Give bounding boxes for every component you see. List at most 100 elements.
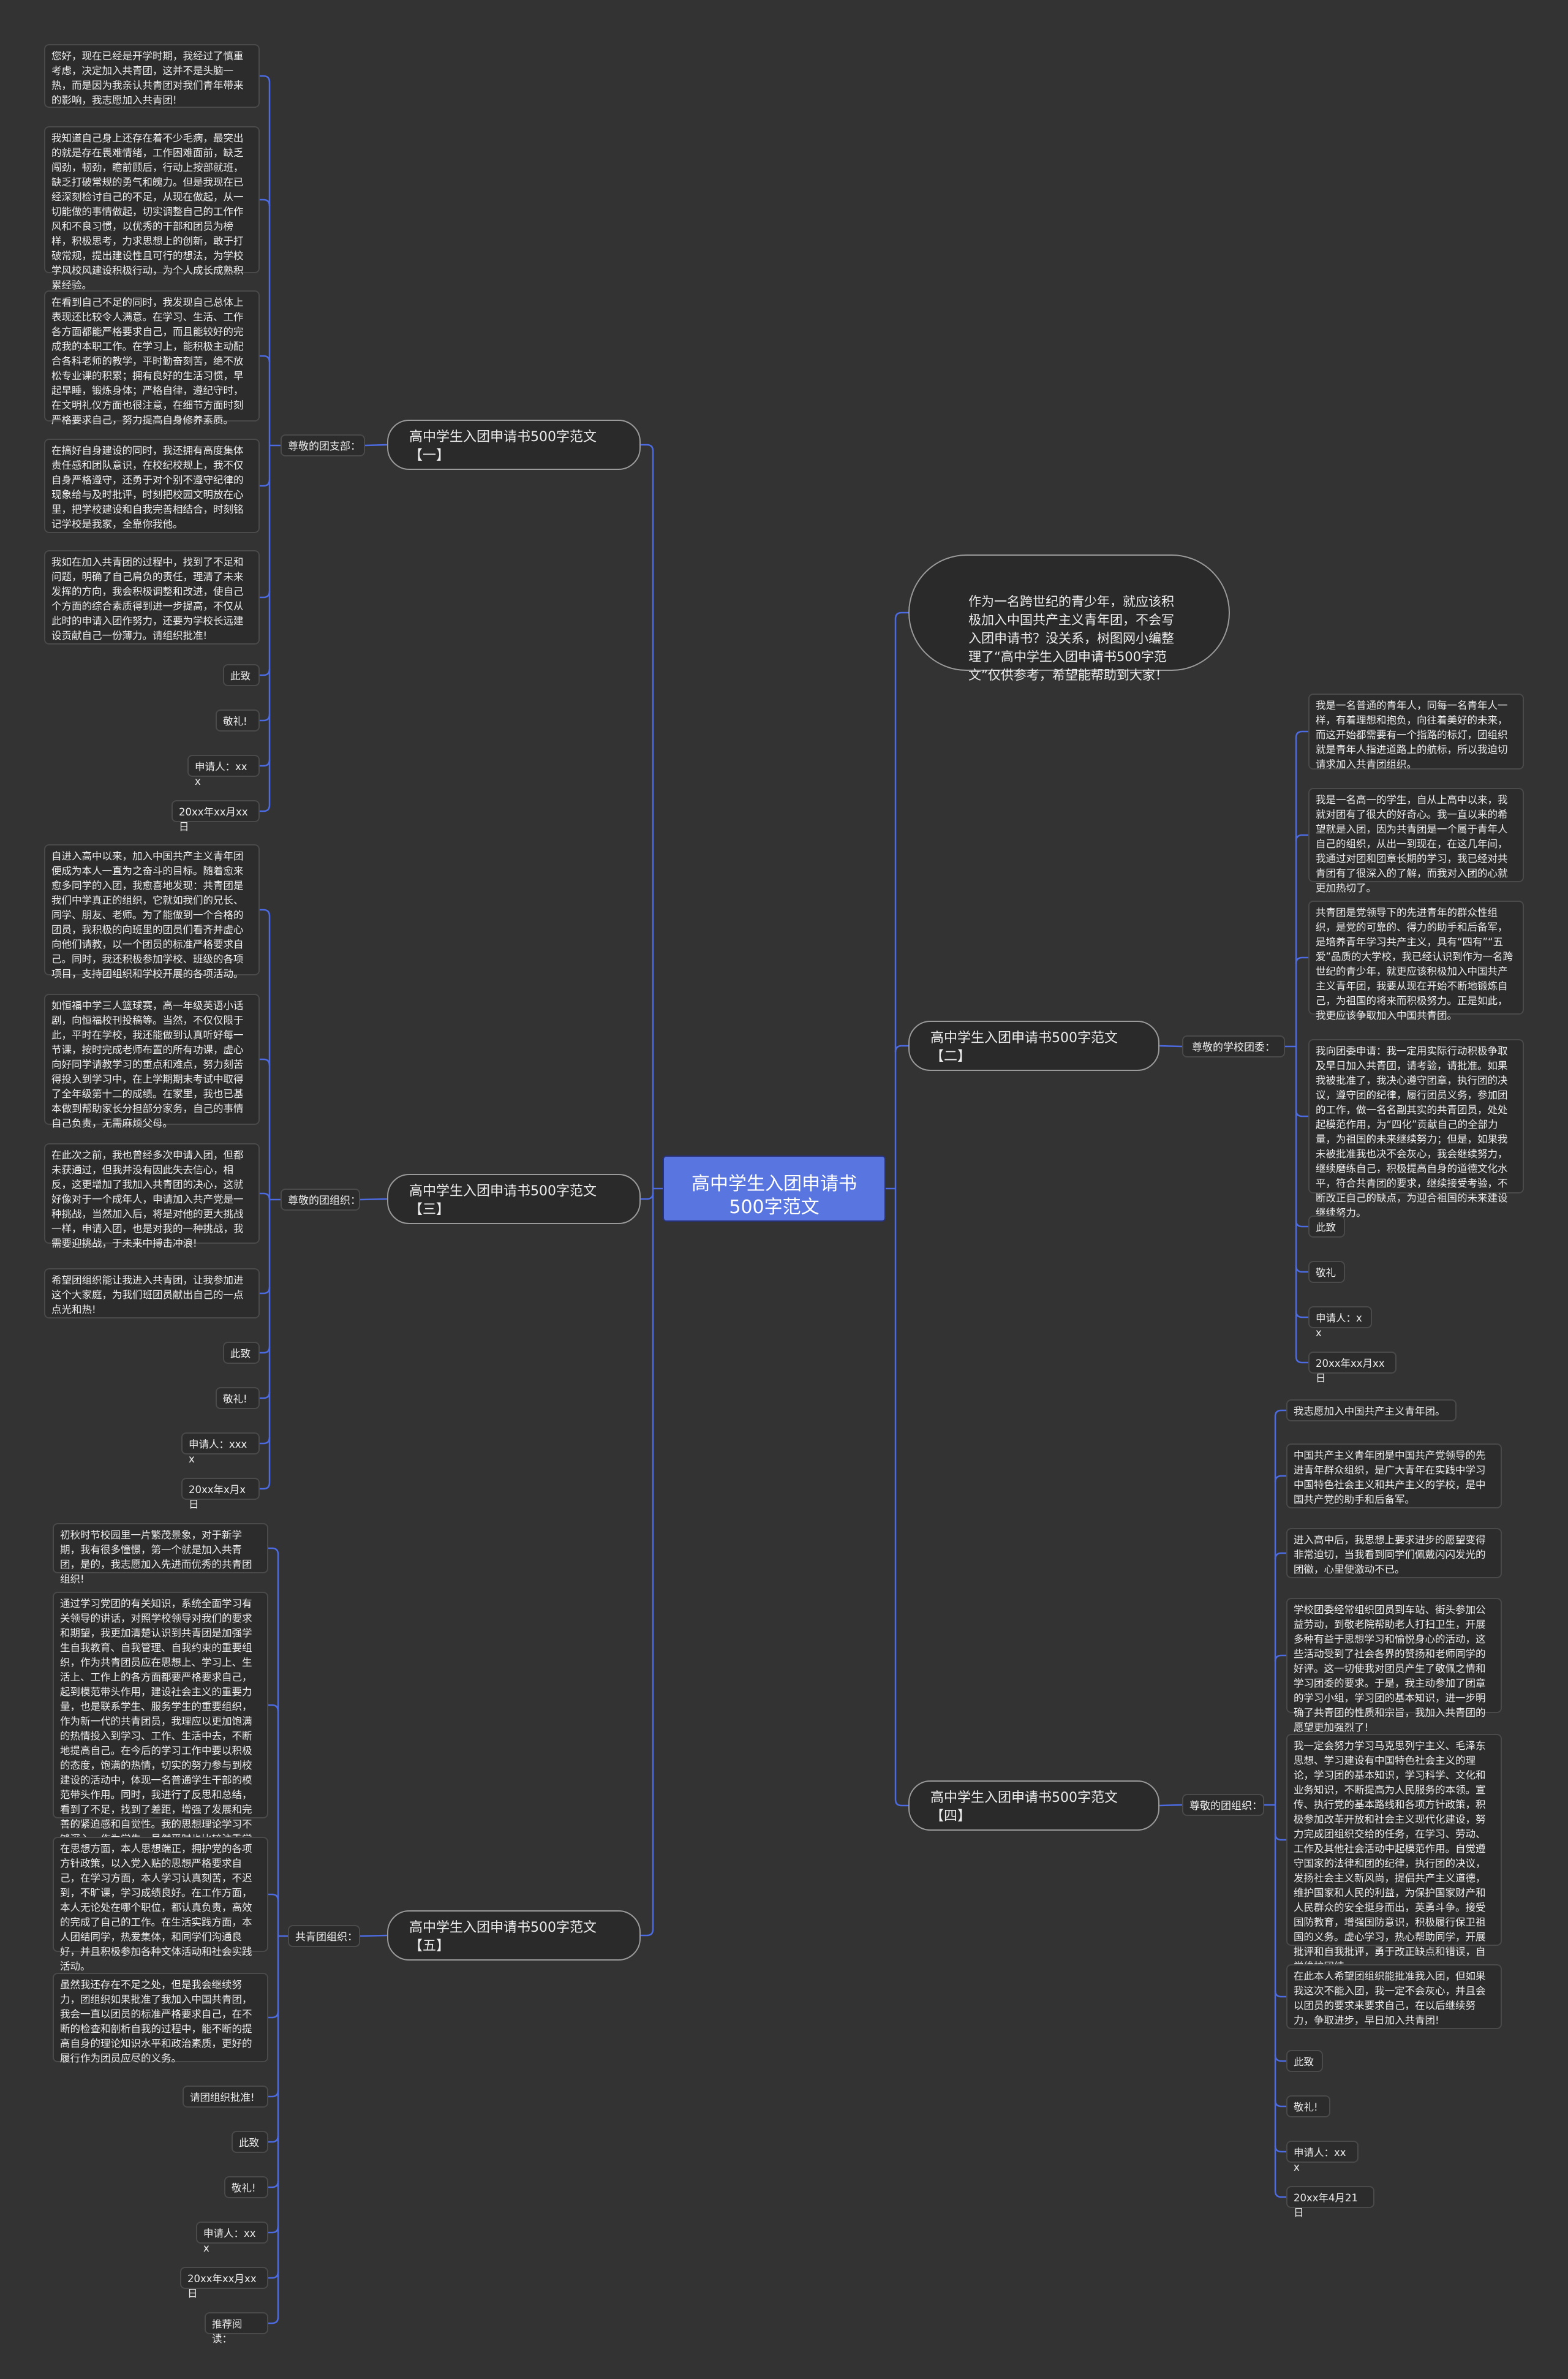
- branch-5-item[interactable]: 通过学习党团的有关知识，系统全面学习有关领导的讲话，对照学校领导对我们的要求和期…: [53, 1592, 268, 1904]
- branch-5-link: [268, 2135, 279, 2143]
- branch-5-item[interactable]: 在思想方面，本人思想端正，拥护党的各项方针政策，以入党入贴的思想严格要求自己，在…: [53, 1837, 268, 1972]
- branch-2-link: [1295, 1110, 1308, 1118]
- branch-2-item[interactable]: 敬礼: [1308, 1261, 1345, 1283]
- branch-2-node[interactable]: 高中学生入团申请书500字范文【二】: [908, 1021, 1159, 1071]
- branch-4-item[interactable]: 敬礼!: [1286, 2095, 1330, 2117]
- branch-1-item[interactable]: 此致: [223, 664, 260, 686]
- branch-4-link: [1274, 1409, 1286, 1417]
- branch-4-item[interactable]: 此致: [1286, 2050, 1323, 2072]
- branch-3-item[interactable]: 此致: [223, 1342, 260, 1364]
- branch-2-label[interactable]: 尊敬的学校团委：: [1182, 1035, 1285, 1057]
- branch-5-link: [268, 1704, 279, 1712]
- branch-3-link: [260, 1287, 271, 1295]
- branch-1-node[interactable]: 高中学生入团申请书500字范文【一】: [387, 420, 641, 470]
- branch-2-item[interactable]: 我向团委申请：我一定用实际行动积极争取及早日加入共青团，请考验，请批准。如果我被…: [1308, 1039, 1524, 1219]
- branch-3-node[interactable]: 高中学生入团申请书500字范文【三】: [387, 1174, 641, 1224]
- branch-3-link: [260, 909, 271, 917]
- branch-5-node[interactable]: 高中学生入团申请书500字范文【五】: [387, 1910, 641, 1961]
- branch-5-item[interactable]: 请团组织批准!: [183, 2086, 268, 2108]
- branch-4-link: [1274, 2190, 1286, 2198]
- branch-5-item[interactable]: 初秋时节校园里一片繁茂景象，对于新学期，我有很多憧憬，第一个就是加入共青团，是的…: [53, 1523, 268, 1585]
- branch-1-item[interactable]: 我知道自己身上还存在着不少毛病，最突出的就是存在畏难情绪，工作困难面前，缺乏闯劲…: [44, 126, 260, 291]
- branch-3-link: [260, 1346, 271, 1354]
- branch-5-item[interactable]: 推荐阅读：: [205, 2312, 268, 2345]
- branch-4-node[interactable]: 高中学生入团申请书500字范文【四】: [908, 1780, 1159, 1831]
- branch-2-item[interactable]: 我是一名普通的青年人，同每一名青年人一样，有着理想和抱负，向往着美好的未来，而这…: [1308, 694, 1524, 770]
- root-left-link: [641, 444, 654, 452]
- branch-5-link: [268, 2180, 279, 2188]
- branch-1-link: [260, 668, 271, 676]
- branch-4-item[interactable]: 进入高中后，我思想上要求进步的愿望变得非常迫切，当我看到同学们佩戴闪闪发光的团徽…: [1286, 1528, 1502, 1578]
- branch-4-link: [1274, 1990, 1286, 1998]
- branch-3-link: [260, 1437, 271, 1445]
- intro-node[interactable]: 作为一名跨世纪的青少年，就应该积极加入中国共产主义青年团，不会写入团申请书？没关…: [908, 554, 1230, 683]
- branch-5-item[interactable]: 申请人：xxx: [196, 2222, 268, 2254]
- branch-3-item[interactable]: 希望团组织能让我进入共青团，让我参加进这个大家庭，为我们班团员献出自己的一点点光…: [44, 1268, 260, 1318]
- root-right-link: [894, 611, 908, 619]
- branch-4-label[interactable]: 尊敬的团组织：: [1182, 1794, 1264, 1816]
- branch-1-item[interactable]: 20xx年xx月xx日: [172, 800, 260, 833]
- branch-2-link: [1295, 1220, 1308, 1228]
- branch-3-item[interactable]: 敬礼!: [216, 1387, 260, 1409]
- intro-text: 作为一名跨世纪的青少年，就应该积极加入中国共产主义青年团，不会写入团申请书？没关…: [968, 594, 1174, 683]
- branch-3-item[interactable]: 20xx年x月x日: [181, 1478, 260, 1510]
- branch-1-item[interactable]: 我如在加入共青团的过程中，找到了不足和问题，明确了自己肩负的责任，理清了未来发挥…: [44, 550, 260, 645]
- branch-1-link: [260, 75, 271, 83]
- root-right-link: [894, 1045, 908, 1053]
- branch-4-item[interactable]: 学校团委经常组织团员到车站、街头参加公益劳动，到敬老院帮助老人打扫卫生，开展多种…: [1286, 1598, 1502, 1733]
- branch-3-link: [260, 1058, 271, 1066]
- branch-1-link: [260, 199, 271, 206]
- branch-4-item[interactable]: 申请人：xxx: [1286, 2141, 1359, 2173]
- branch-1-link: [260, 714, 271, 722]
- branch-4-item[interactable]: 我志愿加入中国共产主义青年团。: [1286, 1399, 1457, 1421]
- branch-5-item[interactable]: 20xx年xx月xx日: [180, 2267, 268, 2299]
- branch-2-item[interactable]: 20xx年xx月xx日: [1308, 1352, 1396, 1384]
- branch-2-item[interactable]: 共青团是党领导下的先进青年的群众性组织，是党的可靠的、得力的助手和后备军，是培养…: [1308, 901, 1524, 1021]
- branch-5-link: [268, 2011, 279, 2019]
- branch-2-item[interactable]: 我是一名高一的学生，自从上高中以来，我就对团有了很大的好奇心。我一直以来的希望就…: [1308, 788, 1524, 894]
- branch-5-item[interactable]: 虽然我还存在不足之处，但是我会继续努力，团组织如果批准了我加入中国共青团，我会一…: [53, 1973, 268, 2064]
- branch-3-label[interactable]: 尊敬的团组织：: [281, 1189, 361, 1211]
- branch-4-item[interactable]: 我一定会努力学习马克思列宁主义、毛泽东思想、学习建设有中国特色社会主义的理论，学…: [1286, 1734, 1502, 1972]
- branch-2-title: 高中学生入团申请书500字范文【二】: [930, 1031, 1118, 1064]
- branch-1-item[interactable]: 在搞好自身建设的同时，我还拥有高度集体责任感和团队意识，在校纪校规上，我不仅自身…: [44, 439, 260, 533]
- branch-2-link: [1295, 956, 1308, 964]
- branch-1-label[interactable]: 尊敬的团支部：: [281, 434, 365, 456]
- branch-5-link: [268, 2271, 279, 2279]
- branch-1-link: [260, 804, 271, 812]
- branch-4-to-label: [1159, 1804, 1183, 1807]
- branch-1-link: [260, 479, 271, 487]
- branch-2-item[interactable]: 申请人：xx: [1308, 1306, 1372, 1339]
- branch-5-item[interactable]: 此致: [232, 2131, 268, 2153]
- branch-1-item[interactable]: 在看到自己不足的同时，我发现自己总体上表现还比较令人满意。在学习、生活、工作各方…: [44, 290, 260, 426]
- branch-3-item[interactable]: 申请人：xxxx: [181, 1432, 260, 1465]
- branch-4-link: [1274, 2100, 1286, 2108]
- branch-2-item[interactable]: 此致: [1308, 1216, 1345, 1238]
- branch-3-item[interactable]: 自进入高中以来，加入中国共产主义青年团便成为本人一直为之奋斗的目标。随着愈来愈多…: [44, 844, 260, 980]
- root-node[interactable]: 高中学生入团申请书500字范文: [663, 1155, 886, 1222]
- branch-1-item[interactable]: 您好，现在已经是开学时期，我经过了慎重考虑，决定加入共青团，这并不是头脑一热，而…: [44, 44, 260, 108]
- branch-5-item[interactable]: 敬礼!: [224, 2176, 268, 2198]
- branch-3-link: [260, 1482, 271, 1490]
- branch-3-link: [260, 1391, 271, 1399]
- branch-4-item[interactable]: 在此本人希望团组织能批准我入团，但如果我这次不能入团，我一定不会灰心，并且会以团…: [1286, 1964, 1502, 2029]
- branch-1-item[interactable]: 敬礼!: [216, 709, 260, 732]
- branch-1-link: [260, 759, 271, 767]
- branch-5-link: [268, 1547, 279, 1555]
- branch-2-link: [1295, 1356, 1308, 1364]
- branch-2-link: [1295, 834, 1308, 842]
- branch-4-link: [1274, 1654, 1286, 1662]
- branch-4-item[interactable]: 中国共产主义青年团是中国共产党领导的先进青年群众组织，是广大青年在实践中学习中国…: [1286, 1443, 1502, 1508]
- root-right-link: [894, 1799, 908, 1807]
- branch-2-link: [1295, 1265, 1308, 1273]
- branch-4-title: 高中学生入团申请书500字范文【四】: [930, 1790, 1118, 1824]
- branch-1-item[interactable]: 申请人：xxx: [187, 755, 260, 787]
- branch-3-item[interactable]: 如恒福中学三人篮球赛，高一年级英语小话剧，向恒福校刊投稿等。当然，不仅仅限于此，…: [44, 994, 260, 1129]
- branch-5-title: 高中学生入团申请书500字范文【五】: [409, 1920, 597, 1954]
- branch-4-link: [1274, 1475, 1286, 1483]
- branch-5-label[interactable]: 共青团组织：: [288, 1925, 360, 1947]
- branch-4-item[interactable]: 20xx年4月21日: [1286, 2186, 1374, 2218]
- branch-3-to-label: [360, 1198, 388, 1201]
- branch-3-item[interactable]: 在此次之前，我也曾经多次申请入团，但都未获通过，但我并没有因此失去信心，相反，这…: [44, 1143, 260, 1249]
